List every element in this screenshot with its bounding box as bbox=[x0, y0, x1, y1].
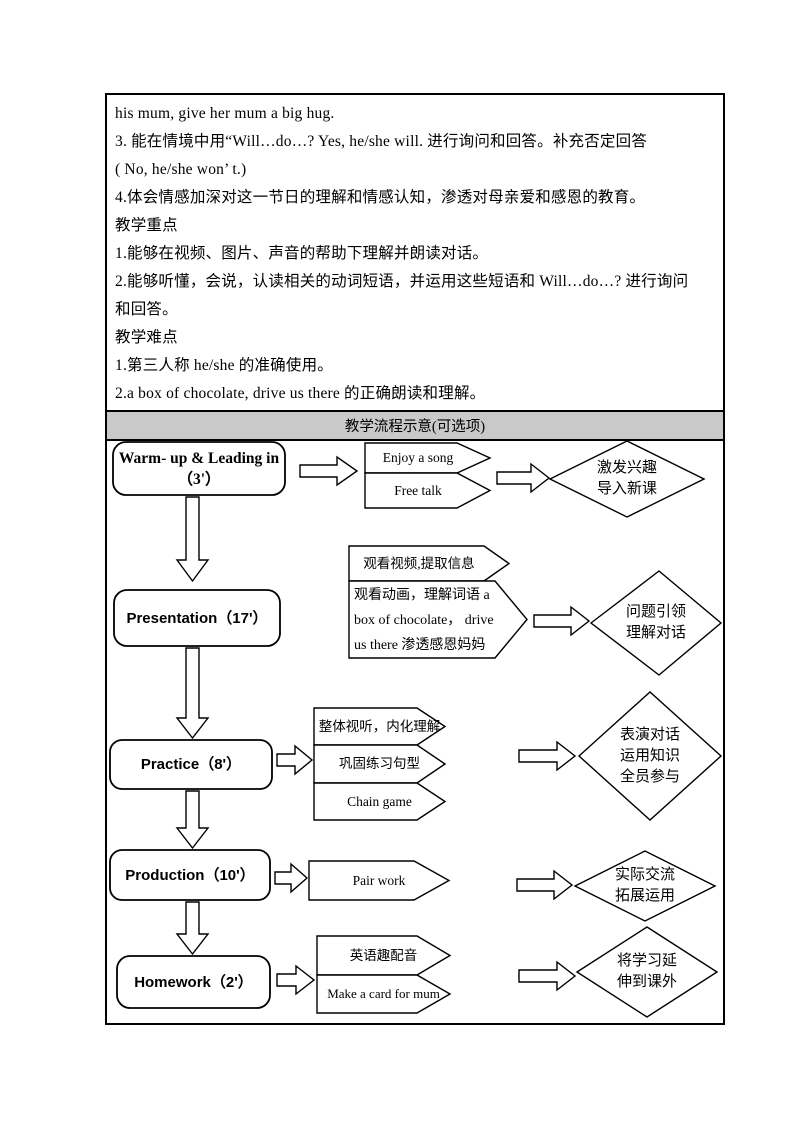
right-arrow-icon bbox=[518, 740, 577, 772]
down-arrow-icon bbox=[175, 901, 210, 956]
body-line: his mum, give her mum a big hug. bbox=[115, 105, 335, 122]
practice-stage-label: Practice（8'） bbox=[140, 756, 242, 773]
outcome-line: 实际交流 bbox=[614, 867, 675, 883]
outcome-line: 表演对话 bbox=[619, 726, 680, 743]
outcome-line: 将学习延 bbox=[616, 953, 677, 969]
practice-step2-pentagon bbox=[313, 744, 447, 784]
body-line: 2.能够听懂，会说，认读相关的动词短语，并运用这些短语和 Will…do…? 进… bbox=[115, 273, 689, 290]
production-outcome-label: 实际交流 拓展运用 bbox=[575, 865, 715, 903]
body-line: ( No, he/she won’ t.) bbox=[115, 161, 247, 178]
objectives-text-cell: his mum, give her mum a big hug. 3. 能在情境… bbox=[107, 95, 723, 410]
practice-step3-label: Chain game bbox=[347, 793, 412, 809]
flowchart-shapes bbox=[109, 441, 723, 1018]
right-arrow-icon bbox=[518, 960, 577, 992]
practice-step3-pentagon bbox=[313, 782, 447, 821]
presentation-step2-pentagon bbox=[348, 580, 528, 659]
lesson-plan-table: his mum, give her mum a big hug. 3. 能在情境… bbox=[105, 93, 725, 1025]
right-arrow-icon bbox=[276, 744, 314, 776]
outcome-line: 激发兴趣 bbox=[596, 460, 657, 476]
practice-outcome-diamond bbox=[577, 691, 723, 821]
practice-step1-label: 整体视听，内化理解 bbox=[318, 718, 441, 734]
presentation-outcome-diamond bbox=[589, 570, 723, 676]
warmup-time: （3'） bbox=[177, 470, 221, 488]
presentation-stage-box bbox=[113, 589, 281, 647]
outcome-line: 问题引领 bbox=[625, 604, 686, 620]
warmup-step2-pentagon bbox=[364, 472, 492, 509]
production-step1-pentagon bbox=[308, 860, 451, 901]
body-line: 4.体会情感加深对这一节日的理解和情感认知，渗透对母亲爱和感恩的教育。 bbox=[115, 189, 646, 206]
down-arrow-icon bbox=[175, 496, 210, 583]
right-arrow-icon bbox=[516, 869, 574, 901]
presentation-step1-pentagon bbox=[348, 545, 511, 582]
homework-step1-label: 英语趣配音 bbox=[349, 947, 418, 963]
homework-outcome-label: 将学习延 伸到课外 bbox=[577, 927, 717, 1017]
warmup-outcome-label: 激发兴趣 导入新课 bbox=[550, 441, 704, 517]
right-arrow-icon bbox=[274, 862, 309, 894]
production-stage-label: Production（10'） bbox=[125, 866, 255, 884]
body-line: 3. 能在情境中用“Will…do…? Yes, he/she will. 进行… bbox=[115, 133, 648, 150]
production-stage-box bbox=[109, 849, 271, 901]
outcome-line: 拓展运用 bbox=[614, 888, 675, 903]
warmup-outcome-diamond bbox=[548, 441, 706, 518]
warmup-title: Warm- up & Leading in bbox=[118, 449, 280, 467]
down-arrow-icon bbox=[175, 790, 210, 850]
outcome-line: 伸到课外 bbox=[616, 974, 677, 990]
right-arrow-icon bbox=[496, 462, 551, 494]
section-header-bar: 教学流程示意(可选项) bbox=[107, 410, 723, 441]
body-line: 1.第三人称 he/she 的准确使用。 bbox=[115, 357, 333, 374]
body-line: 2.a box of chocolate, drive us there 的正确… bbox=[115, 385, 486, 402]
practice-step1-pentagon bbox=[313, 707, 447, 746]
homework-step1-pentagon bbox=[316, 935, 452, 976]
section-header-title: 教学流程示意(可选项) bbox=[344, 419, 486, 435]
body-line: 和回答。 bbox=[115, 301, 178, 318]
step-line: box of chocolate， drive bbox=[354, 613, 494, 628]
homework-outcome-diamond bbox=[575, 926, 719, 1018]
homework-stage-box bbox=[116, 955, 271, 1009]
presentation-stage-label: Presentation（17'） bbox=[126, 609, 268, 627]
outcome-line: 全员参与 bbox=[619, 768, 680, 785]
warmup-stage-label: Warm- up & Leading in （3'） bbox=[113, 442, 285, 495]
practice-stage-box bbox=[109, 739, 273, 790]
right-arrow-icon bbox=[276, 964, 316, 996]
body-line: 教学重点 bbox=[115, 217, 178, 234]
flowchart-cell: Warm- up & Leading in （3'） Enjoy a song … bbox=[107, 441, 723, 1023]
practice-step2-label: 巩固练习句型 bbox=[339, 756, 420, 771]
production-outcome-diamond bbox=[573, 850, 717, 922]
production-step1-label: Pair work bbox=[352, 872, 406, 888]
warmup-step1-pentagon bbox=[364, 442, 492, 474]
outcome-line: 运用知识 bbox=[619, 747, 680, 764]
body-line: 1.能够在视频、图片、声音的帮助下理解并朗读对话。 bbox=[115, 245, 489, 262]
outcome-line: 导入新课 bbox=[596, 481, 657, 497]
presentation-step2-label: 观看动画，理解词语 a box of chocolate， drive us t… bbox=[354, 583, 502, 658]
presentation-step1-label: 观看视频,提取信息 bbox=[363, 555, 475, 571]
outcome-line: 理解对话 bbox=[625, 625, 686, 641]
homework-step2-label: Make a card for mum bbox=[327, 986, 440, 1001]
warmup-stage-box bbox=[112, 441, 286, 496]
warmup-step1-label: Enjoy a song bbox=[382, 450, 454, 465]
presentation-outcome-label: 问题引领 理解对话 bbox=[591, 571, 721, 675]
right-arrow-icon bbox=[299, 455, 359, 487]
right-arrow-icon bbox=[533, 605, 591, 637]
homework-stage-label: Homework（2'） bbox=[134, 973, 253, 991]
practice-outcome-label: 表演对话 运用知识 全员参与 bbox=[579, 692, 721, 820]
step-line: 观看动画，理解词语 a bbox=[354, 588, 490, 603]
body-line: 教学难点 bbox=[115, 329, 178, 346]
step-line: us there 渗透感恩妈妈 bbox=[354, 638, 486, 653]
homework-step2-pentagon bbox=[316, 974, 452, 1014]
down-arrow-icon bbox=[175, 647, 210, 740]
warmup-step2-label: Free talk bbox=[394, 482, 442, 498]
